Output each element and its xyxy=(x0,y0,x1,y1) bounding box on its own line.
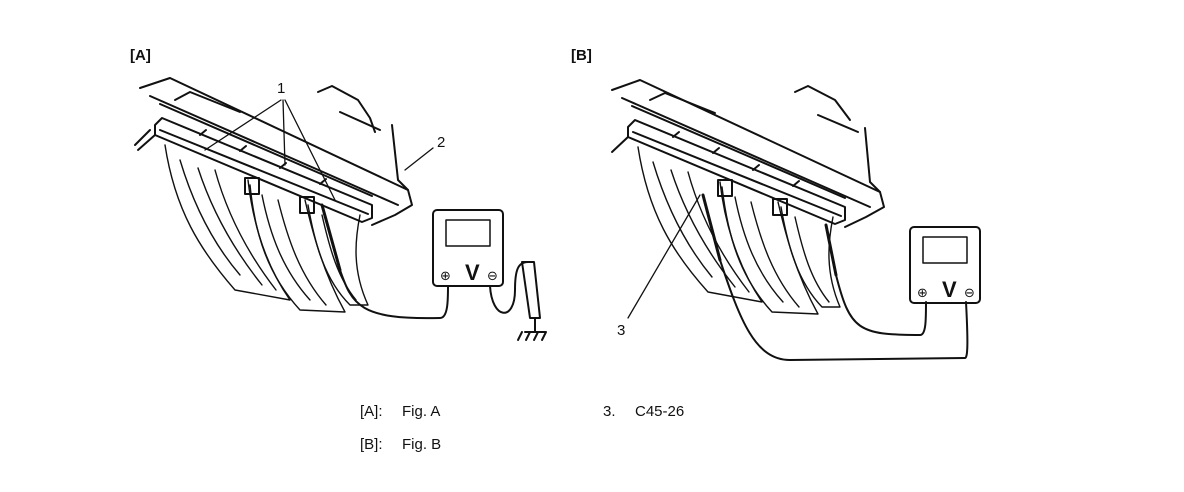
figure-a-drawing xyxy=(134,77,547,341)
legend-item: 3. C45-26 xyxy=(603,403,684,420)
meter-a-letter: V xyxy=(465,260,480,285)
figure-a-chassis xyxy=(139,77,413,226)
figure-a-connector xyxy=(134,117,373,223)
figure-b-voltmeter xyxy=(909,226,981,304)
meter-a-plus-terminal-icon: ⊕ xyxy=(440,269,451,284)
figure-a-ribbon-cables xyxy=(164,144,369,313)
legend-text: C45-26 xyxy=(635,403,685,420)
figure-a-voltmeter xyxy=(432,209,504,287)
legend-key: [A]: xyxy=(360,403,383,420)
meter-b-plus-terminal-icon: ⊕ xyxy=(917,286,928,301)
legend-key: 3. xyxy=(603,403,616,420)
legend-text: Fig. B xyxy=(402,436,442,453)
legend-item: [A]: Fig. A xyxy=(360,403,440,420)
figure-b-callout-lines xyxy=(627,194,701,319)
legend-key: [B]: xyxy=(360,436,383,453)
figure-b-probe-leads xyxy=(701,193,969,361)
meter-a-minus-terminal-icon: ⊖ xyxy=(487,269,498,284)
figure-a-probe-leads xyxy=(320,203,547,341)
meter-b-minus-terminal-icon: ⊖ xyxy=(964,286,975,301)
legend-text: Fig. A xyxy=(402,403,441,420)
figure-a-label: [A] xyxy=(130,47,151,64)
figure-b-connector xyxy=(611,119,846,225)
figure-b-label: [B] xyxy=(571,47,592,64)
figure-b-drawing xyxy=(611,79,981,361)
legend-item: [B]: Fig. B xyxy=(360,436,441,453)
callout-3: 3 xyxy=(617,322,626,339)
figure-b-chassis xyxy=(611,79,885,228)
callout-2: 2 xyxy=(437,134,446,151)
meter-b-letter: V xyxy=(942,277,957,302)
figure-b-ribbon-cables xyxy=(637,146,841,315)
figure-a-callout-lines xyxy=(204,99,434,201)
callout-1: 1 xyxy=(277,80,286,97)
